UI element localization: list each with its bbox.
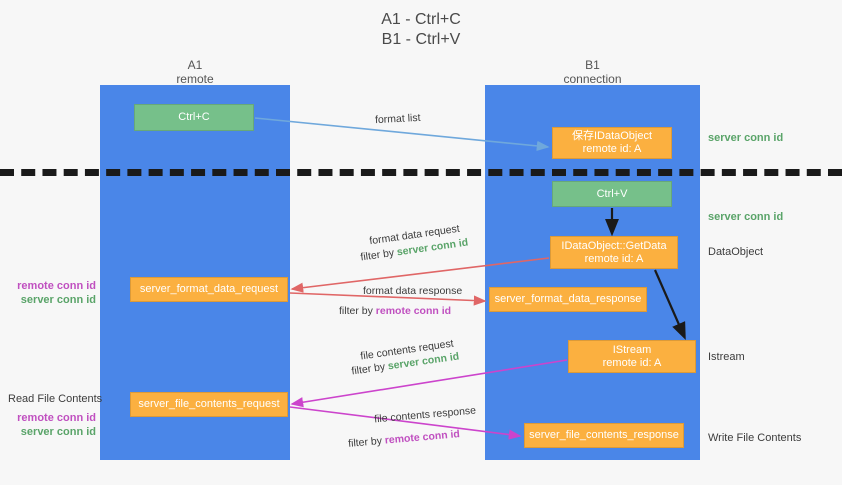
- node-getdata-line1: IDataObject::GetData: [561, 239, 667, 252]
- filter-prefix: filter by: [359, 246, 398, 264]
- lane-b1-sub: connection: [563, 72, 622, 86]
- title-line-1: A1 - Ctrl+C: [381, 11, 461, 28]
- node-store-idataobject-line2: remote id: A: [582, 143, 642, 155]
- annotation-remote-conn-id: remote conn id: [17, 412, 96, 424]
- edge-label-format-data-response-filter: filter by remote conn id: [339, 304, 451, 318]
- node-istream-line1: IStream: [612, 343, 652, 356]
- edge-label-file-contents-response-filter: filter by remote conn id: [348, 427, 461, 451]
- node-server-file-contents-response-label: server_file_contents_response: [529, 429, 679, 441]
- lane-b1-name: B1: [585, 58, 600, 72]
- annotation-write-file-contents: Write File Contents: [708, 432, 802, 444]
- filter-key-remote-conn-id: remote conn id: [375, 305, 452, 317]
- node-getdata-line2: remote id: A: [584, 252, 644, 265]
- node-ctrl-v-label: Ctrl+V: [596, 187, 628, 200]
- phase-divider: [0, 169, 842, 176]
- node-idataobject-getdata[interactable]: IDataObject::GetData remote id: A: [550, 236, 678, 269]
- annotation-server-conn-id-top: server conn id: [708, 132, 784, 144]
- lane-header-b1: B1 connection: [485, 58, 700, 86]
- annotation-server-conn-id-mid: server conn id: [708, 211, 784, 223]
- node-ctrl-c-label: Ctrl+C: [178, 111, 210, 123]
- lane-a1-sub: remote: [176, 72, 214, 86]
- node-server-file-contents-request[interactable]: server_file_contents_request: [130, 392, 288, 417]
- node-server-format-data-response[interactable]: server_format_data_response: [489, 287, 647, 312]
- filter-prefix: filter by: [350, 360, 389, 378]
- annotation-dataobject: DataObject: [708, 246, 764, 258]
- annotation-read-file-contents: Read File Contents: [8, 393, 103, 405]
- node-ctrl-v[interactable]: Ctrl+V: [552, 181, 672, 207]
- title-line-2: B1 - Ctrl+V: [381, 31, 461, 48]
- filter-prefix: filter by: [347, 434, 386, 450]
- page-title: A1 - Ctrl+C B1 - Ctrl+V: [0, 10, 842, 50]
- node-istream-line2: remote id: A: [602, 356, 662, 369]
- node-server-format-data-request[interactable]: server_format_data_request: [130, 277, 288, 302]
- node-store-idataobject[interactable]: 保存IDataObject remote id: A: [552, 127, 672, 159]
- edge-label-format-list: format list: [374, 111, 421, 127]
- annotation-remote-conn-id: remote conn id: [17, 280, 96, 292]
- node-server-file-contents-request-label: server_file_contents_request: [138, 398, 280, 410]
- edge-label-format-data-response: format data response: [363, 285, 463, 297]
- annotation-conn-ids-format: remote conn id server conn id: [8, 279, 96, 307]
- filter-key-remote-conn-id: remote conn id: [384, 428, 461, 447]
- annotation-server-conn-id: server conn id: [20, 294, 96, 306]
- node-server-format-data-request-label: server_format_data_request: [139, 283, 279, 295]
- annotation-istream: Istream: [708, 351, 745, 363]
- node-ctrl-c[interactable]: Ctrl+C: [134, 104, 254, 131]
- lane-header-a1: A1 remote: [100, 58, 290, 86]
- node-server-file-contents-response[interactable]: server_file_contents_response: [524, 423, 684, 448]
- edge-label-file-contents-response: file contents response: [373, 404, 477, 426]
- filter-prefix: filter by: [339, 305, 376, 317]
- node-istream[interactable]: IStream remote id: A: [568, 340, 696, 373]
- annotation-server-conn-id: server conn id: [20, 426, 96, 438]
- annotation-conn-ids-file: remote conn id server conn id: [8, 411, 96, 439]
- node-store-idataobject-line1: 保存IDataObject: [571, 130, 653, 142]
- node-server-format-data-response-label: server_format_data_response: [494, 293, 642, 305]
- lane-a1-name: A1: [187, 58, 203, 72]
